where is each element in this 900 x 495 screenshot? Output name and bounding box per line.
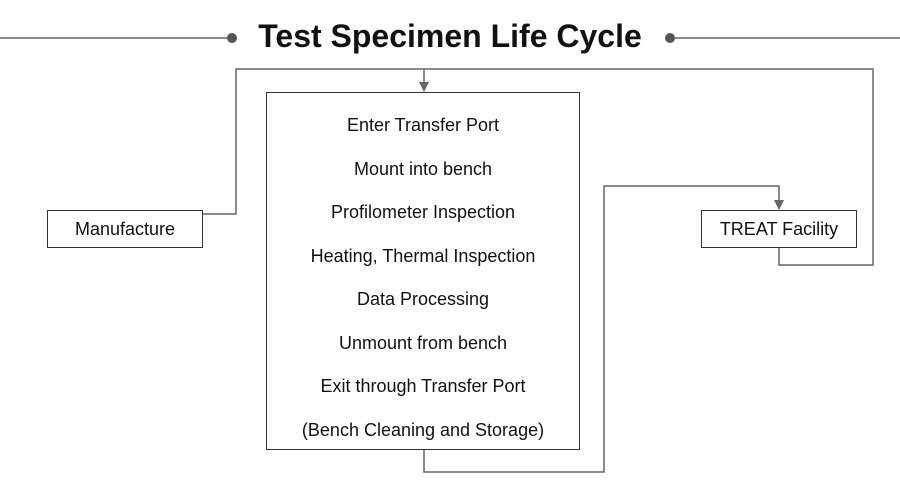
process-step: Mount into bench — [353, 158, 493, 179]
title-dot-left — [227, 33, 237, 43]
process-step: Exit through Transfer Port — [320, 376, 526, 396]
manufacture-label: Manufacture — [74, 218, 176, 239]
page-title: Test Specimen Life Cycle — [0, 16, 900, 56]
process-step: Profilometer Inspection — [330, 202, 516, 222]
connector-process-to-facility — [423, 185, 784, 473]
process-steps-box: Enter Transfer Port Mount into bench Pro… — [266, 92, 580, 450]
connector-manufacture-to-process — [203, 68, 429, 215]
process-step: Heating, Thermal Inspection — [310, 245, 536, 266]
treat-facility-label: TREAT Facility — [719, 218, 839, 239]
process-step: Enter Transfer Port — [346, 115, 500, 135]
treat-facility-box: TREAT Facility — [701, 210, 857, 248]
process-step: (Bench Cleaning and Storage) — [301, 419, 545, 440]
process-step: Unmount from bench — [338, 332, 508, 353]
title-dot-right — [665, 33, 675, 43]
manufacture-box: Manufacture — [47, 210, 203, 248]
page-title-text: Test Specimen Life Cycle — [252, 18, 648, 54]
connector-facility-return — [424, 68, 874, 266]
process-step: Data Processing — [356, 289, 490, 309]
